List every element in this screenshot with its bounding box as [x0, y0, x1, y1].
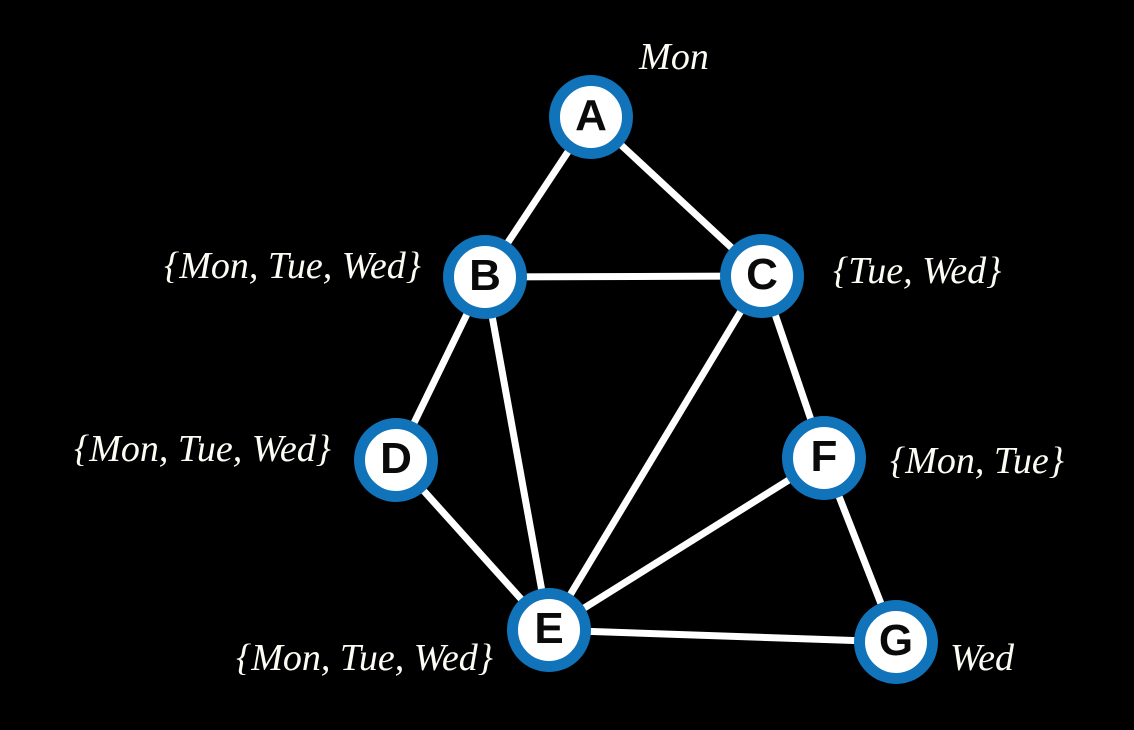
graph-node-G: G: [854, 600, 938, 684]
domain-label-B: {Mon, Tue, Wed}: [164, 245, 421, 287]
graph-node-A: A: [549, 75, 633, 159]
domain-label-D: {Mon, Tue, Wed}: [74, 428, 331, 470]
domain-label-C: {Tue, Wed}: [833, 250, 1002, 292]
node-letter-C: C: [746, 250, 778, 299]
graph-node-D: D: [354, 418, 438, 502]
edge-B-C: [484, 272, 763, 281]
domain-label-A: Mon: [639, 36, 709, 78]
edge-E-G: [548, 626, 897, 646]
edge-B-E: [481, 276, 553, 631]
edge-E-F: [547, 455, 826, 633]
node-letter-D: D: [380, 434, 412, 483]
graph-node-B: B: [443, 235, 527, 319]
domain-label-E: {Mon, Tue, Wed}: [236, 637, 493, 679]
graph-node-E: E: [507, 588, 591, 672]
node-letter-E: E: [534, 604, 564, 653]
edge-C-E: [546, 274, 765, 632]
domain-label-F: {Mon, Tue}: [890, 440, 1064, 482]
node-letter-B: B: [469, 251, 501, 300]
node-letter-F: F: [810, 432, 838, 481]
node-letter-A: A: [575, 91, 607, 140]
graph-node-C: C: [720, 234, 804, 318]
domain-label-G: Wed: [950, 637, 1015, 679]
node-letter-G: G: [878, 616, 914, 665]
graph-node-F: F: [782, 416, 866, 500]
